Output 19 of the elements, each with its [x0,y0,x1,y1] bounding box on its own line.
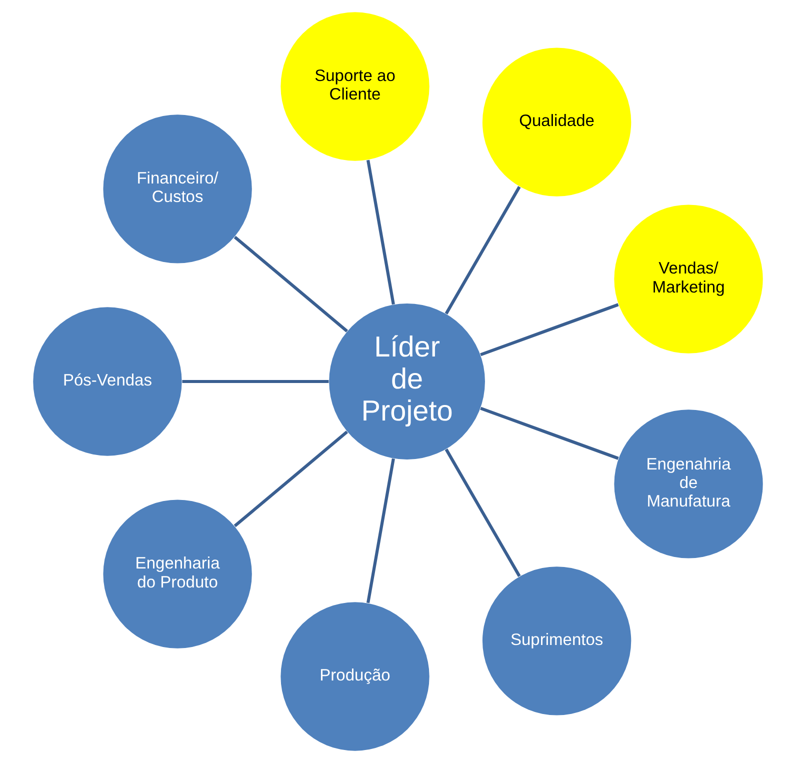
connector [444,448,520,577]
connector [182,380,328,384]
connector [444,186,520,314]
node-circle: Pós-Vendas [32,307,182,456]
node-circle: Vendas/ Marketing [614,204,762,354]
node-circle: Suporte ao Cliente [280,12,429,161]
node-circle: Suprimentos [482,566,631,716]
connector [233,430,348,528]
node-circle: Líder de Projeto [328,304,484,460]
node-circle: Engenahria de Manufatura [614,410,762,558]
node-circle: Financeiro/ Custos [102,114,252,264]
node-circle: Qualidade [482,48,631,196]
node-circle: Engenharia do Produto [102,500,252,648]
connector [366,160,394,305]
connector [480,303,618,356]
connector [366,458,394,604]
connector [480,406,618,460]
node-circle: Produção [280,602,429,751]
connector [233,236,348,332]
